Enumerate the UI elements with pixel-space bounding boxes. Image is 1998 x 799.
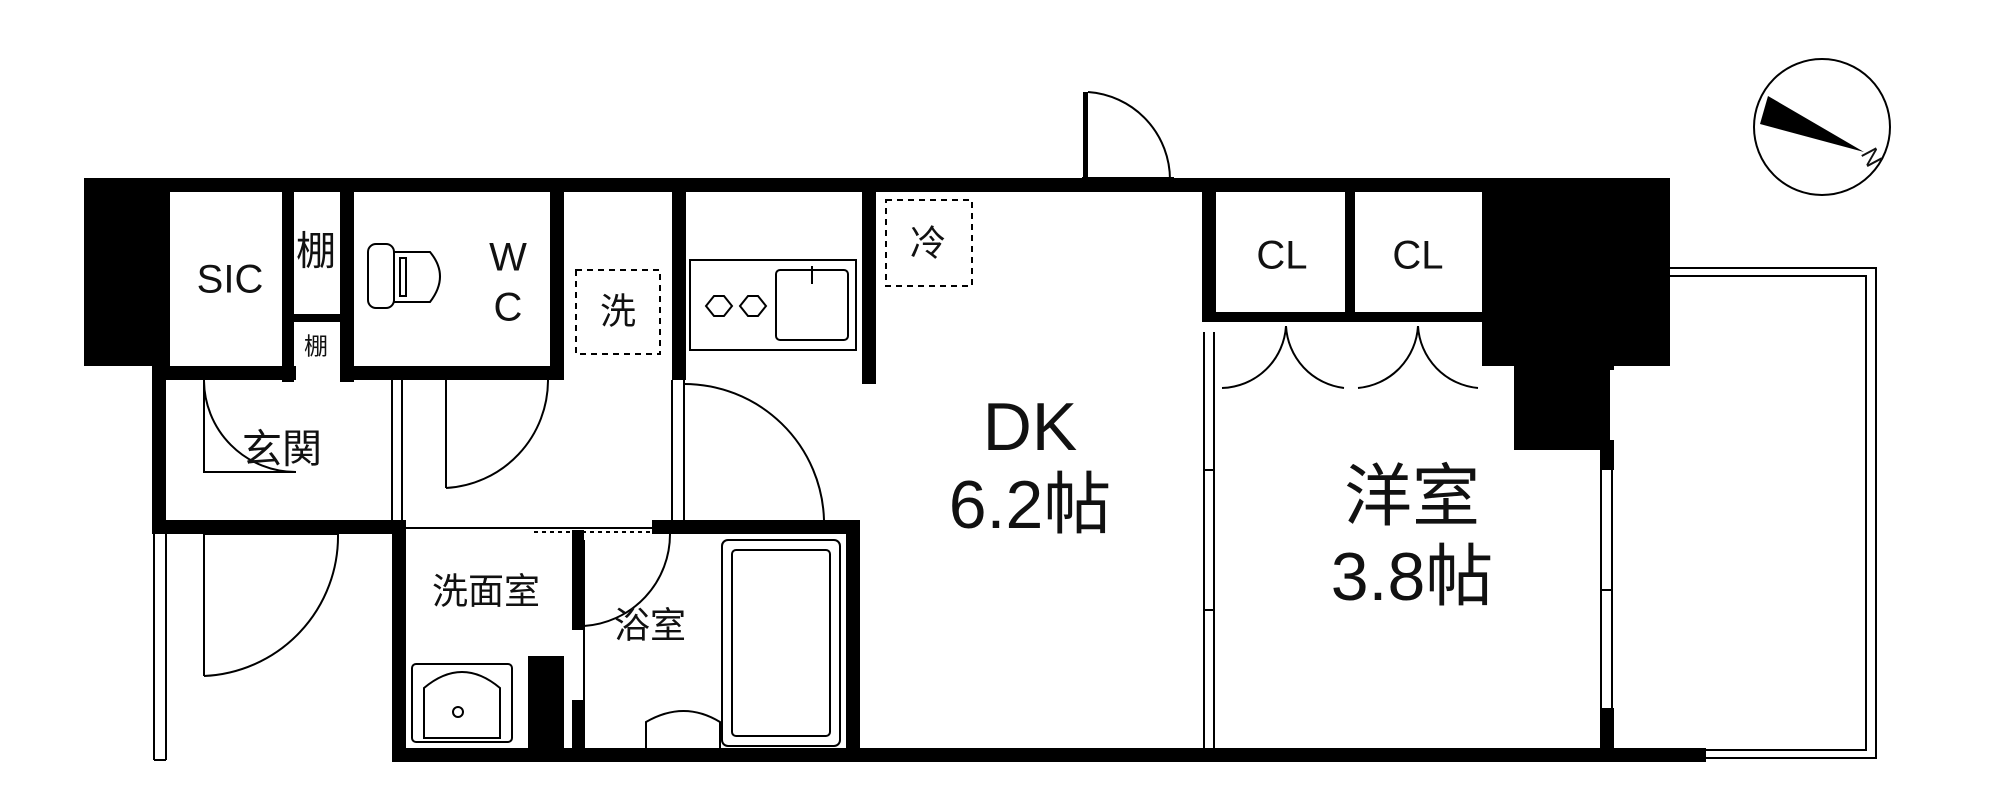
door-swings: [203, 325, 1479, 677]
top-door: [1082, 91, 1174, 189]
sic-label: SIC: [197, 258, 264, 302]
balcony: [1670, 267, 1877, 759]
bathroom-label: 浴室: [614, 605, 686, 646]
closet-2-label: CL: [1392, 234, 1443, 278]
washroom-label: 洗面室: [432, 571, 540, 612]
bath-seat-icon: [645, 710, 721, 748]
compass-ring: [1753, 58, 1891, 196]
interior-walls: [152, 192, 1486, 762]
closet-1-label: CL: [1256, 234, 1307, 278]
wc-w-label: W: [489, 236, 527, 280]
room-labels: SIC 棚 棚 W C 洗 冷 玄関 洗面室 浴室 DK 6.2帖 洋室 3.8…: [197, 223, 1494, 646]
fixtures: [367, 199, 973, 748]
shelf-upper-label: 棚: [296, 230, 336, 274]
stove-burner-icon: [704, 295, 734, 317]
toilet-tank-icon: [367, 243, 395, 309]
wc-c-label: C: [494, 286, 523, 330]
compass: N: [1753, 58, 1891, 196]
western-room-size: 3.8帖: [1331, 539, 1494, 615]
dk-room-size: 6.2帖: [949, 467, 1112, 543]
exterior-walls: [84, 178, 1706, 762]
fridge-label: 冷: [910, 223, 946, 264]
dk-room-name: DK: [983, 389, 1077, 465]
shelf-lower-label: 棚: [304, 333, 328, 360]
fridge-space-icon: [885, 199, 973, 287]
washer-space-icon: [575, 269, 661, 355]
entrance-label: 玄関: [242, 428, 322, 472]
western-room-name: 洋室: [1344, 459, 1480, 535]
washer-label: 洗: [600, 291, 636, 332]
compass-needle-icon: [1760, 96, 1864, 152]
stove-burner-icon: [738, 295, 768, 317]
